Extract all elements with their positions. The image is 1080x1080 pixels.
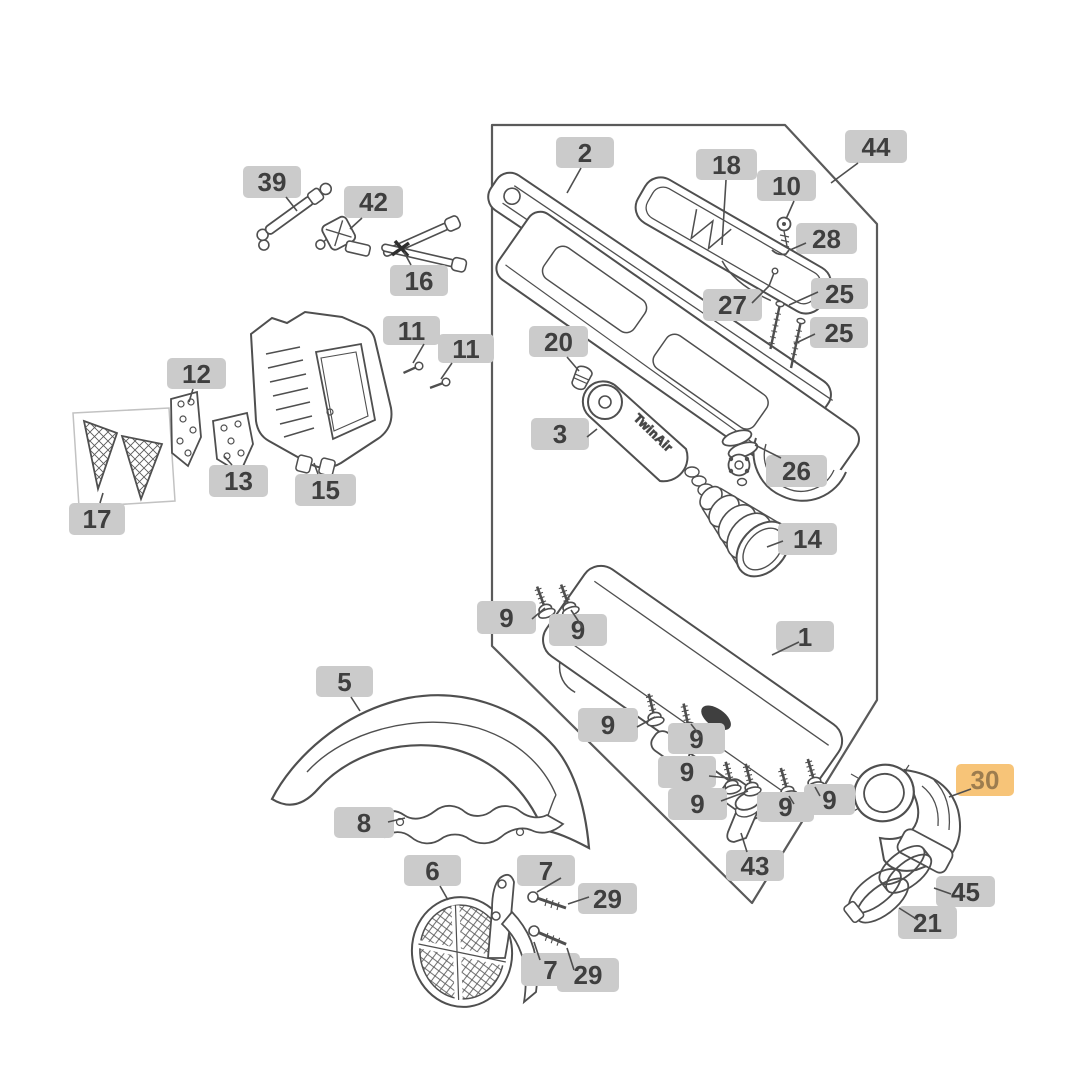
part-label-10-5[interactable]: 10 [757, 170, 816, 201]
part-label-25-8[interactable]: 25 [811, 278, 868, 309]
part-label-3-12[interactable]: 3 [531, 418, 589, 450]
part-label-28-7[interactable]: 28 [796, 223, 857, 254]
part-21-clamp [843, 868, 910, 924]
part-label-20-11[interactable]: 20 [529, 326, 588, 357]
part-label-9-25[interactable]: 9 [668, 723, 725, 754]
part-label-25-9[interactable]: 25 [810, 317, 868, 348]
part-label-9-22[interactable]: 9 [477, 601, 536, 634]
part-15-headlight-mask [249, 310, 393, 477]
part-label-29-35[interactable]: 29 [578, 883, 637, 914]
part-label-39-0[interactable]: 39 [243, 166, 301, 198]
airbox-frame [495, 210, 860, 497]
part-label-9-26[interactable]: 9 [658, 756, 716, 788]
part-label-2-3[interactable]: 2 [556, 137, 614, 168]
part-8-fork-brace [372, 804, 565, 845]
part-label-5-31[interactable]: 5 [316, 666, 373, 697]
part-label-1-21[interactable]: 1 [776, 621, 834, 652]
part-25-screws [768, 300, 806, 369]
part-27-screw [768, 267, 779, 287]
part-label-27-10[interactable]: 27 [703, 289, 762, 321]
part-label-16-2[interactable]: 16 [390, 265, 448, 296]
part-label-9-23[interactable]: 9 [549, 614, 607, 646]
part-28-clip [771, 249, 790, 256]
part-label-21-40[interactable]: 21 [898, 906, 957, 939]
part-10-screw [776, 216, 792, 248]
part-26-washers [721, 429, 759, 487]
part-label-45-39[interactable]: 45 [936, 876, 995, 907]
part-3-air-filter: TwinAir [581, 380, 689, 483]
part-label-6-33[interactable]: 6 [404, 855, 461, 886]
part-label-44-6[interactable]: 44 [845, 130, 907, 163]
part-label-17-20[interactable]: 17 [69, 503, 125, 535]
part-17-headlight-grilles [72, 407, 176, 508]
part-6-brake-disc-guard [410, 873, 539, 1008]
part-label-8-32[interactable]: 8 [334, 807, 394, 838]
part-label-7-34[interactable]: 7 [517, 855, 575, 886]
part-label-18-4[interactable]: 18 [696, 149, 757, 180]
part-label-30-38[interactable]: 30 [956, 764, 1014, 796]
part-label-9-24[interactable]: 9 [578, 708, 638, 742]
part-13-bracket-plate [212, 411, 254, 475]
part-39-damper-rod [256, 182, 333, 251]
part-label-9-29[interactable]: 9 [804, 784, 855, 815]
part-label-43-30[interactable]: 43 [726, 850, 784, 881]
part-label-13-18[interactable]: 13 [209, 465, 268, 497]
part-label-9-27[interactable]: 9 [668, 788, 727, 820]
part-label-11-15[interactable]: 11 [383, 316, 440, 345]
part-label-12-17[interactable]: 12 [167, 358, 226, 389]
part-label-29-37[interactable]: 29 [557, 958, 619, 992]
part-label-14-14[interactable]: 14 [778, 523, 837, 555]
assembly-border-outline [490, 123, 879, 905]
part-label-15-19[interactable]: 15 [295, 474, 356, 506]
part-label-11-16[interactable]: 11 [438, 334, 494, 363]
part-label-26-13[interactable]: 26 [766, 455, 827, 487]
part-label-42-1[interactable]: 42 [344, 186, 403, 218]
part-14-filter-cage [699, 485, 791, 578]
